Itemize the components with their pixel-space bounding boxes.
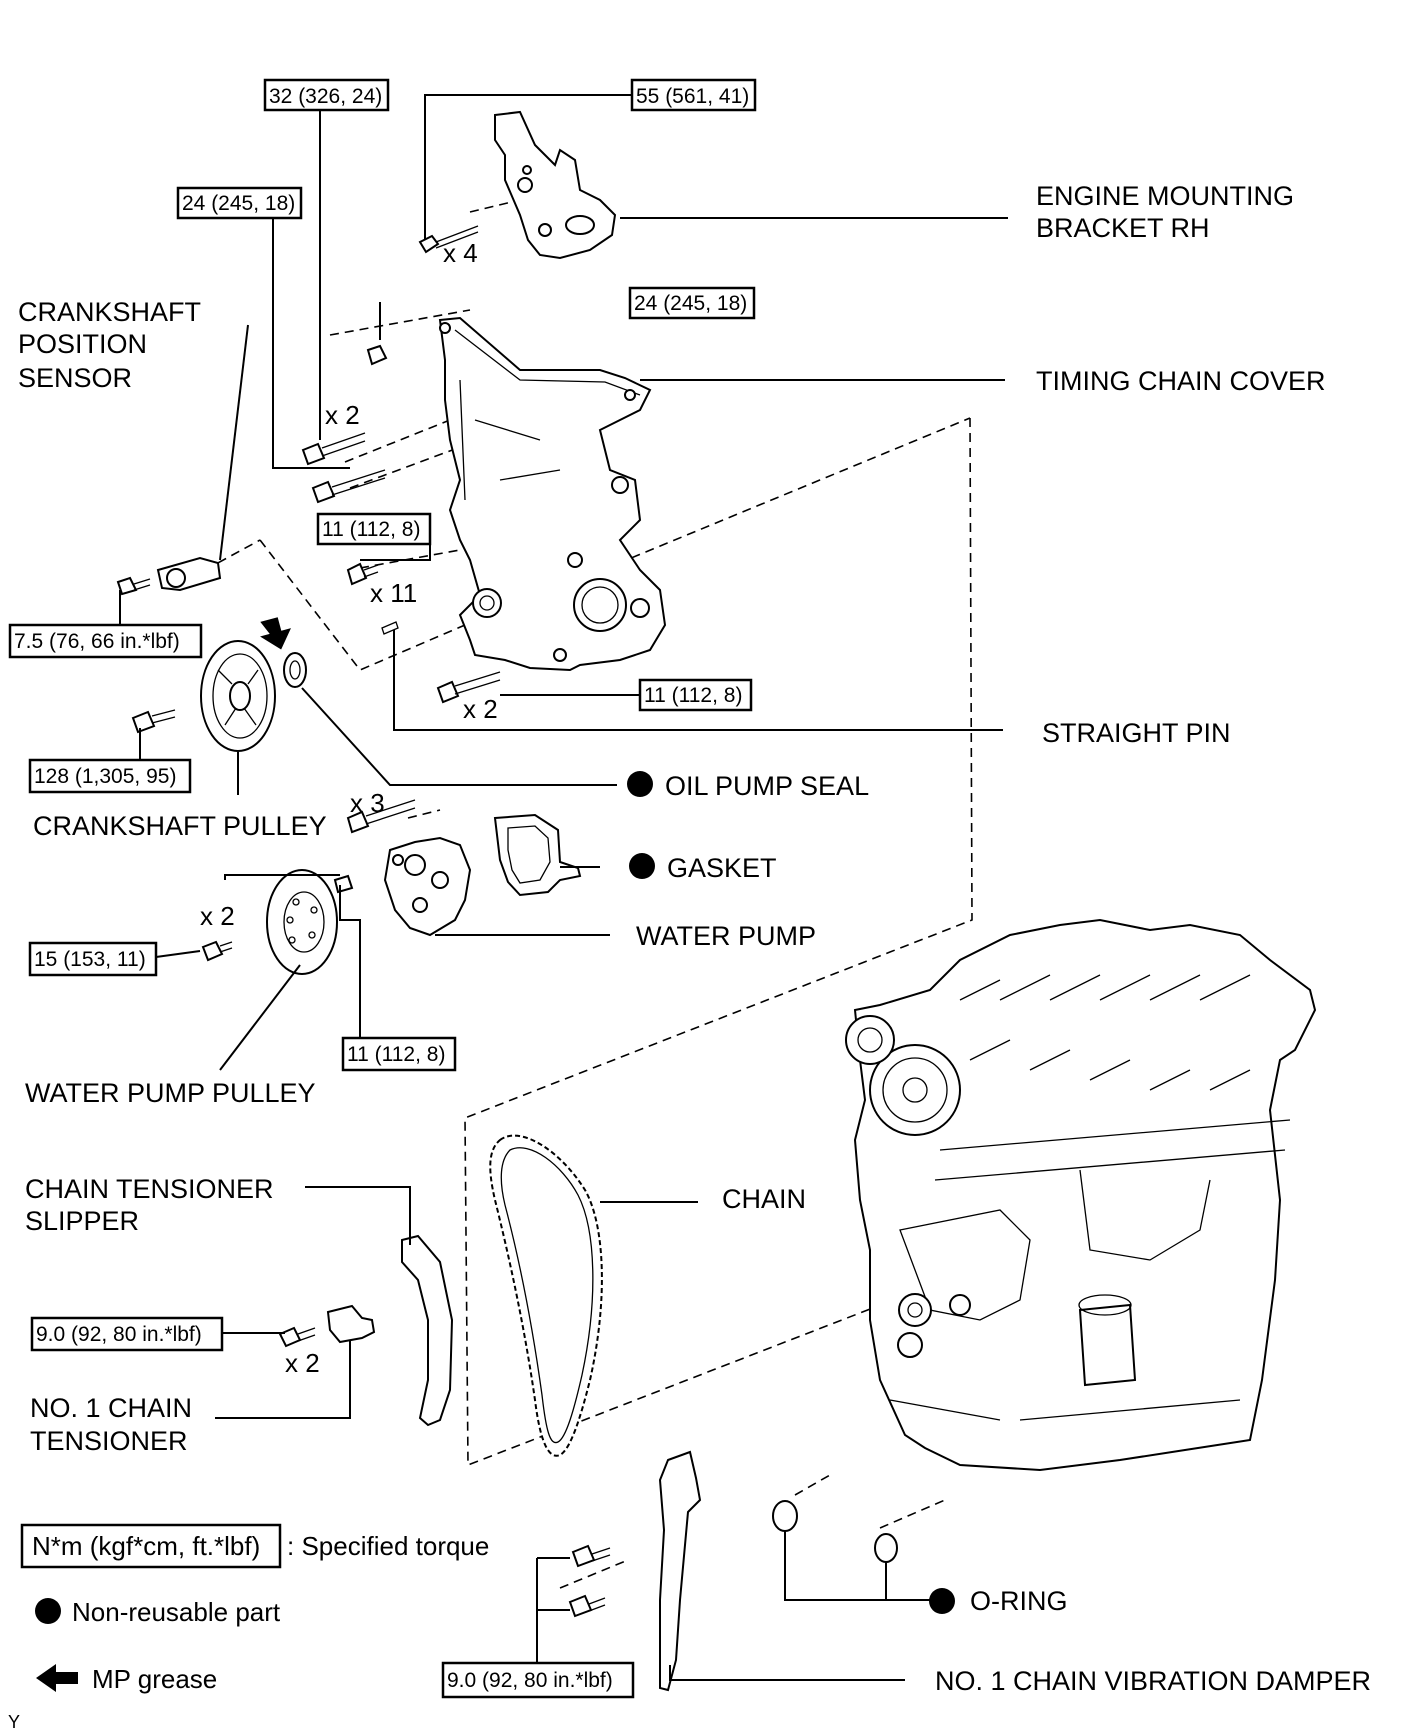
label-engine-mounting-bracket-line1: ENGINE MOUNTING: [1036, 181, 1294, 211]
label-crankshaft-position-sensor-line1: CRANKSHAFT: [18, 297, 201, 327]
water-pump-pulley-drawing: [266, 869, 338, 975]
torque-128-box: 128 (1,305, 95): [28, 758, 192, 794]
legend-torque: N*m (kgf*cm, ft.*lbf) : Specified torque: [20, 1523, 489, 1569]
label-no1-chain-tensioner-line2: TENSIONER: [30, 1426, 188, 1456]
label-no1-chain-tensioner-line1: NO. 1 CHAIN: [30, 1393, 192, 1423]
water-pump-pulley-bolt: [201, 940, 233, 962]
label-water-pump-pulley: WATER PUMP PULLEY: [25, 1078, 316, 1108]
torque-55-box: 55 (561, 41): [630, 78, 757, 112]
torque-55-text: 55 (561, 41): [636, 85, 749, 108]
torque-11c-text: 11 (112, 8): [347, 1043, 445, 1066]
gasket-drawing: [493, 813, 582, 897]
label-engine-mounting-bracket: ENGINE MOUNTING BRACKET RH: [1036, 181, 1294, 243]
label-chain-tensioner-slipper-line2: SLIPPER: [25, 1206, 139, 1236]
torque-90b-text: 9.0 (92, 80 in.*lbf): [447, 1669, 613, 1692]
engine-block-drawing: [845, 918, 1317, 1472]
label-no1-chain-tensioner: NO. 1 CHAIN TENSIONER: [30, 1393, 192, 1456]
label-gasket: GASKET: [629, 853, 777, 883]
crankshaft-pulley-drawing: [200, 640, 276, 752]
label-o-ring-text: O-RING: [970, 1586, 1068, 1616]
label-oil-pump-seal-text: OIL PUMP SEAL: [665, 771, 869, 801]
label-water-pump: WATER PUMP: [636, 921, 816, 951]
torque-24a-box: 24 (245, 18): [176, 186, 303, 220]
label-o-ring: O-RING: [929, 1586, 1068, 1616]
mp-grease-arrow: [260, 617, 291, 650]
label-timing-chain-cover: TIMING CHAIN COVER: [1036, 366, 1326, 396]
oil-pump-seal-drawing: [283, 652, 307, 688]
torque-24b-text: 24 (245, 18): [634, 292, 747, 315]
label-crankshaft-position-sensor-line3: SENSOR: [18, 363, 132, 393]
torque-90a-text: 9.0 (92, 80 in.*lbf): [36, 1323, 202, 1346]
torque-11a-box: 11 (112, 8): [316, 512, 432, 546]
qty-water-pump-bolts: x 3: [350, 788, 385, 818]
torque-15-text: 15 (153, 11): [34, 948, 146, 971]
legend-torque-box-text: N*m (kgf*cm, ft.*lbf): [32, 1531, 260, 1561]
qty-cover-bolts-32: x 2: [325, 400, 360, 430]
qty-pulley-bolts: x 2: [200, 901, 235, 931]
torque-32-text: 32 (326, 24): [269, 85, 382, 108]
nonreusable-dot-icon: [35, 1598, 61, 1624]
no1-chain-vibration-damper-drawing: [568, 1450, 702, 1692]
chain-tensioner-slipper-drawing: [401, 1234, 454, 1427]
torque-32-box: 32 (326, 24): [263, 78, 390, 112]
leader-lines: [119, 94, 1008, 1681]
torque-75-box: 7.5 (76, 66 in.*lbf): [8, 623, 203, 659]
torque-75-text: 7.5 (76, 66 in.*lbf): [14, 630, 180, 653]
torque-24a-text: 24 (245, 18): [182, 192, 295, 215]
legend-torque-text: : Specified torque: [287, 1531, 489, 1561]
torque-11c-box: 11 (112, 8): [341, 1036, 457, 1072]
legend-nonreusable: Non-reusable part: [35, 1597, 281, 1627]
water-pump-drawing: [333, 799, 472, 937]
engine-mounting-bracket-drawing: [494, 110, 617, 260]
cover-bolts: [301, 344, 501, 704]
legend-mp-grease: MP grease: [36, 1664, 217, 1694]
qty-cover-bolts-bottom: x 2: [463, 694, 498, 724]
torque-90a-box: 9.0 (92, 80 in.*lbf): [30, 1316, 224, 1352]
label-crankshaft-pulley: CRANKSHAFT PULLEY: [33, 811, 327, 841]
crank-pulley-bolt: [131, 709, 176, 734]
torque-11b-box: 11 (112, 8): [638, 678, 753, 712]
qty-tensioner-bolts: x 2: [285, 1348, 320, 1378]
label-crankshaft-position-sensor: CRANKSHAFT POSITION SENSOR: [18, 297, 201, 393]
label-no1-chain-vibration-damper: NO. 1 CHAIN VIBRATION DAMPER: [935, 1666, 1371, 1696]
torque-11b-text: 11 (112, 8): [644, 684, 742, 707]
torque-15-box: 15 (153, 11): [28, 941, 158, 977]
torque-11a-text: 11 (112, 8): [322, 518, 420, 541]
legend: N*m (kgf*cm, ft.*lbf) : Specified torque…: [20, 1523, 489, 1694]
torque-90b-box: 9.0 (92, 80 in.*lbf): [441, 1661, 635, 1699]
legend-nonreusable-text: Non-reusable part: [72, 1597, 281, 1627]
no1-chain-tensioner-drawing: [278, 1304, 376, 1348]
label-chain-tensioner-slipper: CHAIN TENSIONER SLIPPER: [25, 1174, 274, 1236]
nonreusable-marker-oil-pump-seal: [627, 771, 653, 797]
label-chain-tensioner-slipper-line1: CHAIN TENSIONER: [25, 1174, 274, 1204]
o-ring-drawings: [772, 1500, 898, 1563]
qty-bracket-bolts: x 4: [443, 238, 478, 268]
nonreusable-marker-o-ring: [929, 1588, 955, 1614]
crankshaft-position-sensor-drawing: [116, 556, 222, 596]
torque-128-text: 128 (1,305, 95): [34, 765, 176, 788]
label-chain: CHAIN: [722, 1184, 806, 1214]
timing-chain-cover-drawing: [438, 316, 667, 672]
chain-drawing: [489, 1134, 603, 1457]
qty-cover-bolts-11: x 11: [370, 578, 417, 608]
legend-mp-grease-text: MP grease: [92, 1664, 217, 1694]
label-engine-mounting-bracket-line2: BRACKET RH: [1036, 213, 1210, 243]
nonreusable-marker-gasket: [629, 853, 655, 879]
corner-code: Y: [8, 1712, 20, 1732]
label-oil-pump-seal: OIL PUMP SEAL: [627, 771, 869, 801]
mp-grease-arrow-icon: [36, 1664, 78, 1692]
label-crankshaft-position-sensor-line2: POSITION: [18, 329, 147, 359]
label-gasket-text: GASKET: [667, 853, 777, 883]
label-straight-pin: STRAIGHT PIN: [1042, 718, 1231, 748]
torque-24b-box: 24 (245, 18): [628, 286, 756, 320]
